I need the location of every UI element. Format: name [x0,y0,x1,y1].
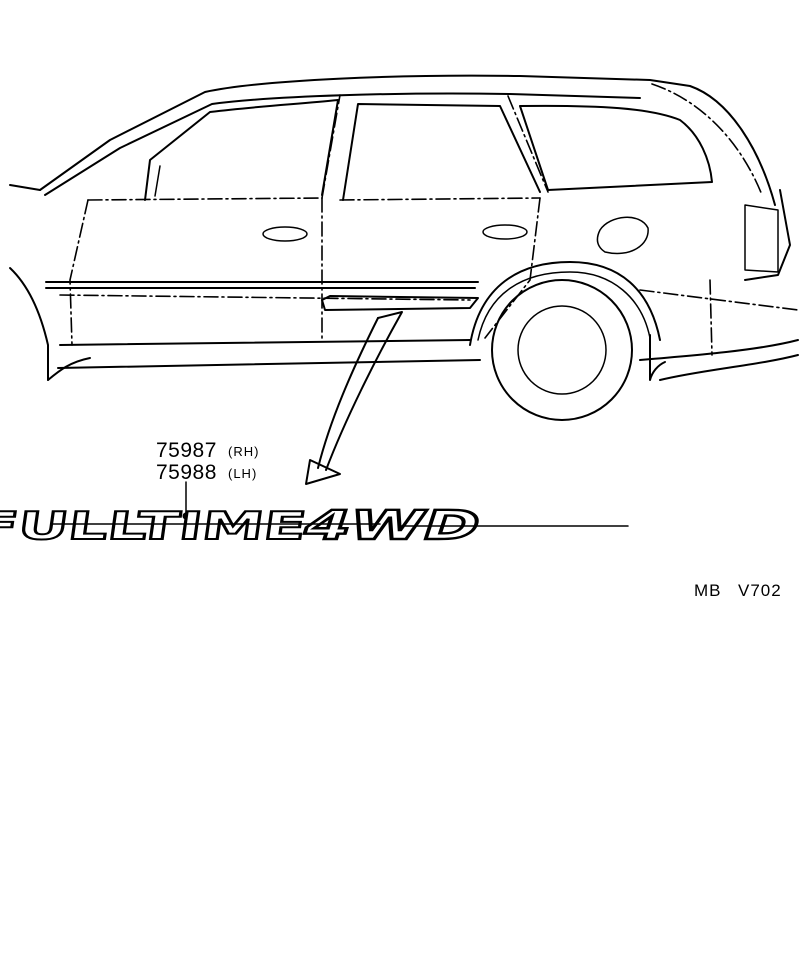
part-leader-dot [182,512,190,520]
part-number-rh: 75987 [156,439,217,462]
emblem-word-fulltime: FULLTIME [0,505,309,549]
car-doors [45,94,649,346]
fulltime-4wd-emblem: FULLTIME 4WD [0,501,629,550]
rear-wheel [469,261,666,421]
part-number-lh: 75988 [156,461,217,484]
emblem-location-marker [321,295,479,311]
car-windows [144,99,713,201]
leader-arrow [305,311,403,485]
car-body-outline [9,74,799,381]
reference-code-prefix: MB [694,581,722,600]
part-side-lh: (LH) [228,466,258,481]
reference-code: V702 [738,581,782,600]
part-side-rh: (RH) [228,444,260,459]
